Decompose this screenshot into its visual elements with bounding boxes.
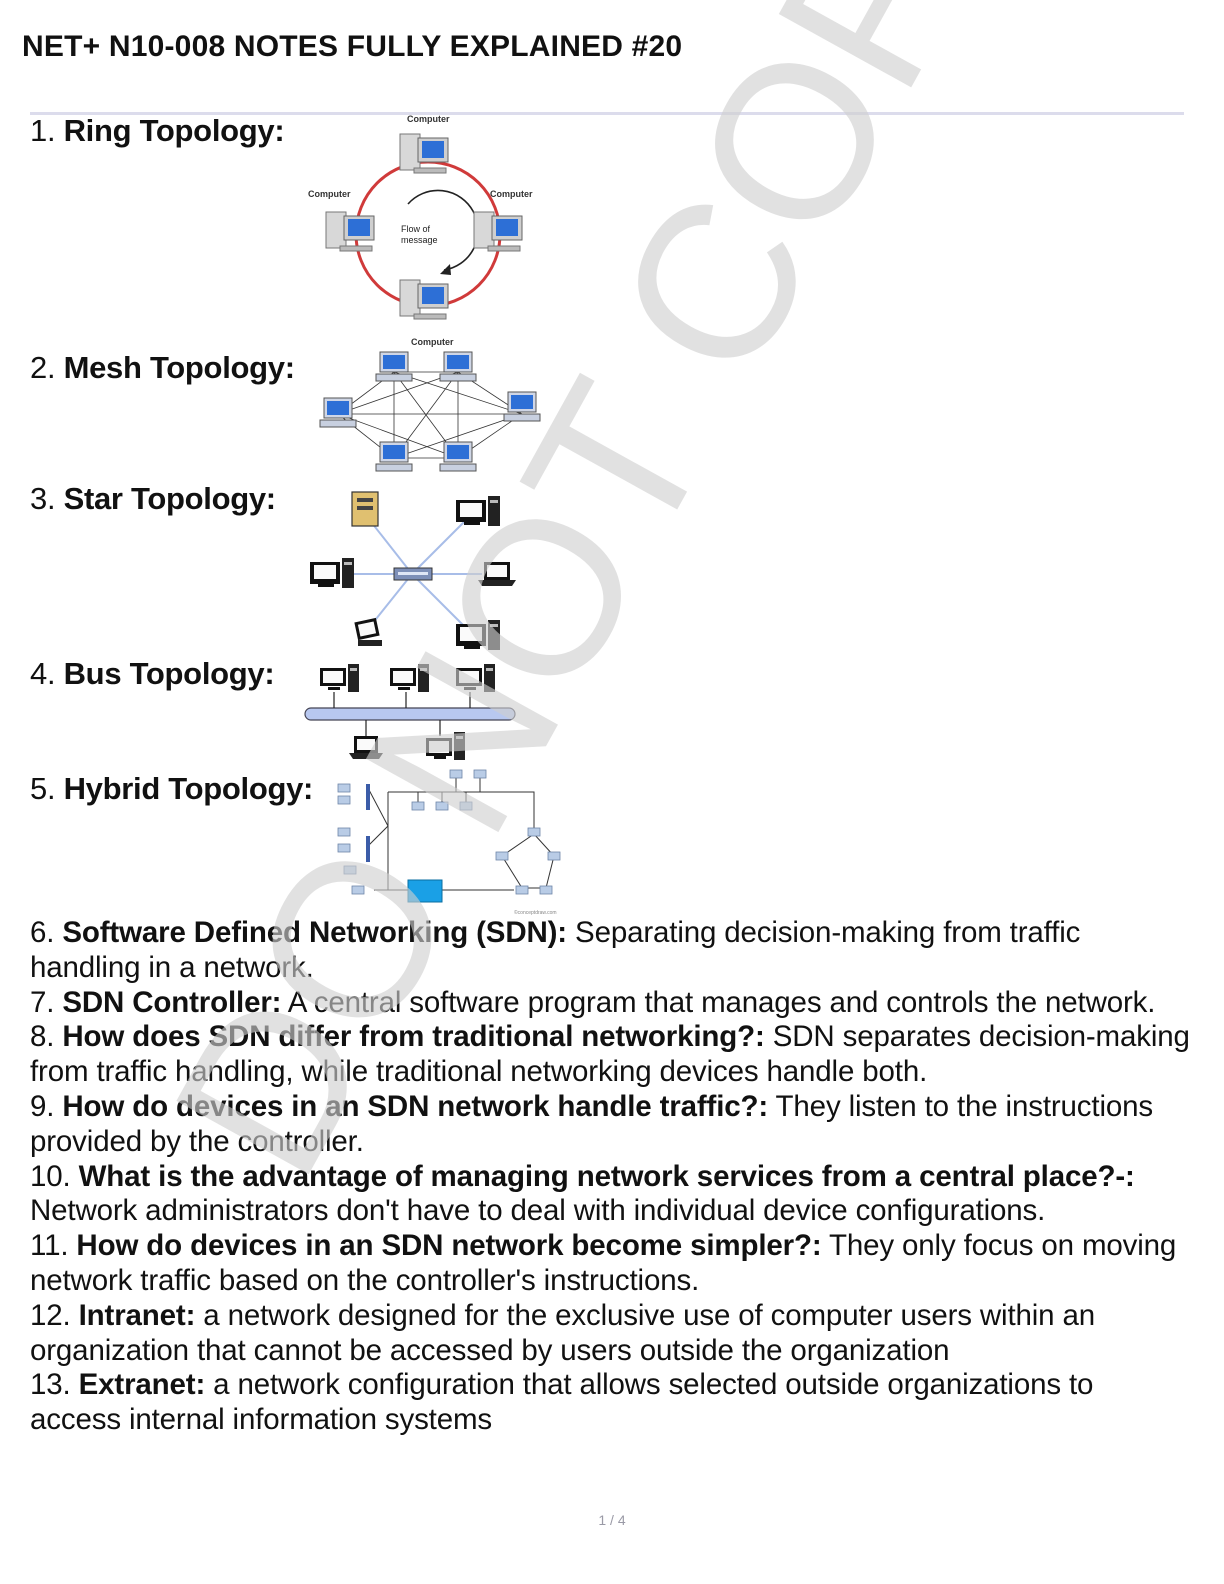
bus-topology-label: 4. Bus Topology: — [30, 656, 275, 692]
list-item: 9. How do devices in an SDN network hand… — [30, 1090, 1190, 1160]
list-item: 8. How does SDN differ from traditional … — [30, 1020, 1190, 1090]
computer-icon — [325, 211, 375, 252]
item-number: 10. — [30, 1159, 71, 1193]
item-definition: a network designed for the exclusive use… — [30, 1298, 1095, 1367]
item-definition: A central software program that manages … — [281, 985, 1156, 1019]
bus-cable — [304, 707, 516, 721]
item-term: How do devices in an SDN network become … — [76, 1229, 822, 1263]
terminal-icon — [354, 617, 382, 646]
desktop-computer-icon — [456, 664, 495, 692]
desktop-computer-icon — [426, 732, 465, 760]
desktop-computer-icon — [320, 664, 359, 692]
computer-icon — [503, 391, 541, 422]
flow-label: message — [401, 235, 438, 245]
item-definition: Network administrators don't have to dea… — [30, 1194, 1046, 1228]
switch-icon — [366, 784, 370, 810]
mesh-topology-diagram — [316, 350, 548, 482]
item-definition: They only focus on moving network traffi… — [30, 1229, 1177, 1297]
server-icon — [407, 879, 443, 903]
item-number: 1. — [30, 113, 56, 148]
bus-topology-diagram — [302, 660, 518, 762]
item-number: 7. — [30, 985, 55, 1019]
item-term: Extranet: — [78, 1368, 206, 1402]
item-number: 13. — [30, 1368, 71, 1402]
list-item: 13. Extranet: a network configuration th… — [30, 1368, 1190, 1438]
item-term: Star Topology: — [63, 481, 277, 516]
list-item: 12. Intranet: a network designed for the… — [30, 1299, 1190, 1369]
laptop-icon — [349, 736, 383, 759]
computer-label: Computer — [411, 337, 454, 347]
image-credit: ©conceptdraw.com — [514, 909, 557, 916]
item-definition: Separating decision-making from traffic … — [30, 916, 1081, 984]
mesh-topology-label: 2. Mesh Topology: — [30, 350, 295, 386]
flow-label: Flow of — [401, 224, 431, 234]
desktop-computer-icon — [456, 496, 500, 526]
item-term: How does SDN differ from traditional net… — [62, 1020, 765, 1054]
computer-icon — [439, 351, 477, 382]
item-term: Ring Topology: — [63, 113, 285, 148]
page-number: 1 / 4 — [598, 1512, 626, 1528]
ring-topology-diagram: Flow of message Computer Computer — [304, 112, 540, 350]
desktop-computer-icon — [310, 558, 354, 588]
hub-icon — [393, 567, 433, 581]
item-number: 3. — [30, 481, 56, 516]
item-term: SDN Controller: — [62, 985, 282, 1019]
item-term: Software Defined Networking (SDN): — [62, 916, 567, 949]
list-item: 7. SDN Controller: A central software pr… — [30, 986, 1190, 1021]
list-item: 10. What is the advantage of managing ne… — [30, 1160, 1190, 1230]
item-term: How do devices in an SDN network handle … — [62, 1089, 769, 1123]
page-title: NET+ N10-008 NOTES FULLY EXPLAINED #20 — [22, 30, 683, 63]
computer-icon — [399, 133, 449, 174]
item-definition: a network configuration that allows sele… — [30, 1368, 1094, 1437]
item-definition: SDN separates decision-making from traff… — [30, 1020, 1190, 1089]
item-definition: They listen to the instructions provided… — [30, 1089, 1153, 1158]
hybrid-topology-diagram: ©conceptdraw.com — [334, 766, 566, 916]
laptop-icon — [478, 562, 516, 586]
item-number: 6. — [30, 916, 55, 949]
computer-icon — [439, 441, 477, 472]
star-topology-label: 3. Star Topology: — [30, 481, 276, 517]
item-term: What is the advantage of managing networ… — [78, 1159, 1135, 1193]
switch-icon — [366, 836, 370, 862]
item-number: 4. — [30, 656, 56, 691]
computer-icon — [399, 279, 449, 320]
computer-label: Computer — [308, 189, 351, 199]
computer-icon — [473, 211, 523, 252]
item-number: 5. — [30, 771, 56, 806]
ring-topology-label: 1. Ring Topology: — [30, 113, 285, 149]
computer-icon — [375, 441, 413, 472]
item-term: Mesh Topology: — [63, 350, 295, 385]
item-term: Intranet: — [78, 1298, 196, 1332]
item-number: 12. — [30, 1298, 71, 1332]
item-number: 9. — [30, 1089, 55, 1123]
computer-icon — [375, 351, 413, 382]
header-divider — [30, 112, 1184, 115]
hybrid-topology-label: 5. Hybrid Topology: — [30, 771, 313, 807]
list-item: 11. How do devices in an SDN network bec… — [30, 1229, 1190, 1299]
item-number: 8. — [30, 1020, 55, 1054]
computer-label: Computer — [407, 114, 450, 124]
item-number: 11. — [30, 1229, 69, 1263]
computer-icon — [319, 397, 357, 428]
list-item: 6. Software Defined Networking (SDN): Se… — [30, 916, 1190, 986]
item-term: Hybrid Topology: — [63, 771, 314, 806]
server-icon — [351, 491, 379, 527]
item-number: 2. — [30, 350, 56, 385]
desktop-computer-icon — [390, 664, 429, 692]
item-term: Bus Topology: — [63, 656, 275, 691]
star-topology-diagram — [306, 488, 518, 654]
computer-label: Computer — [490, 189, 533, 199]
notes-list: 6. Software Defined Networking (SDN): Se… — [30, 916, 1190, 1438]
desktop-computer-icon — [456, 620, 500, 650]
